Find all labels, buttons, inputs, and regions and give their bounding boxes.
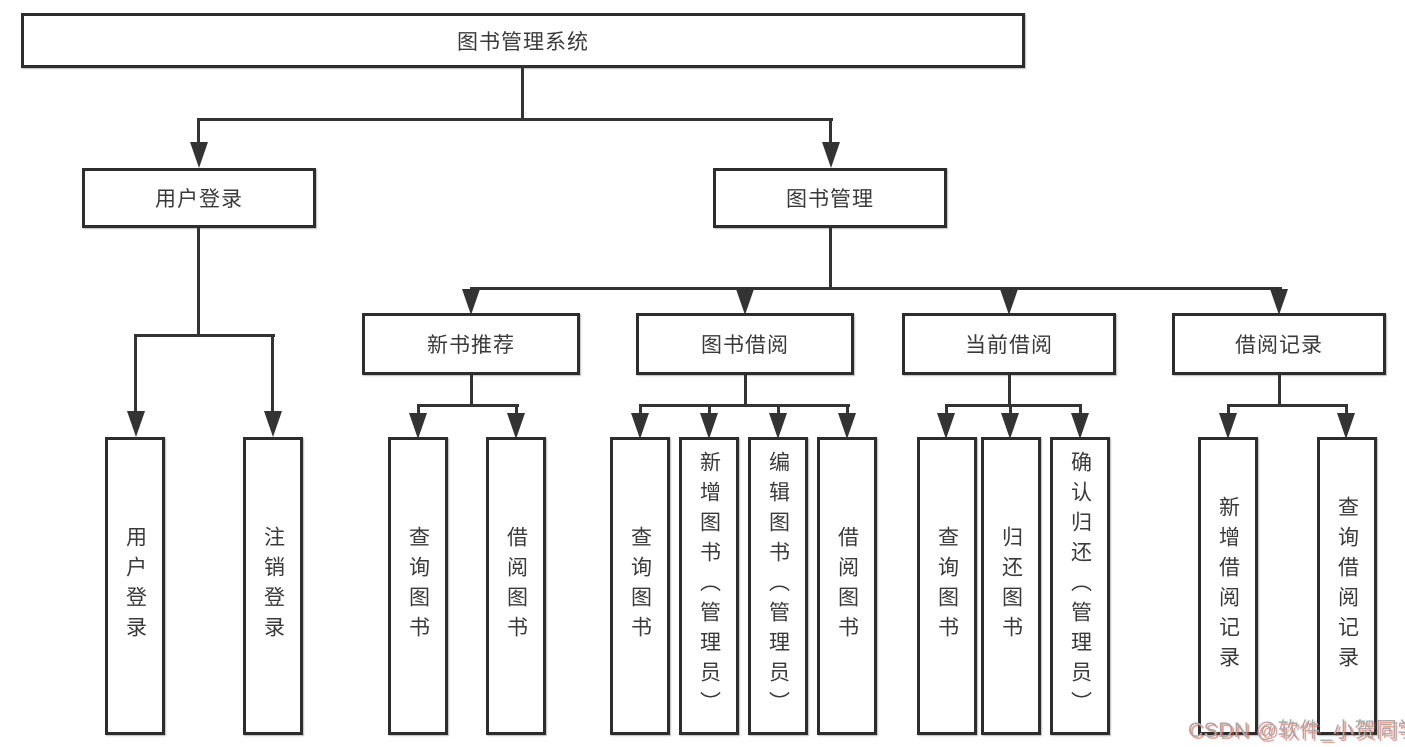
connector-line [134,334,275,337]
leaf-query-books-borrowing: 查询图书 [610,437,670,735]
node-label: 新书推荐 [427,334,515,357]
connector-line [639,404,850,407]
arrowhead-icon [1219,413,1237,439]
leaf-user-login: 用户登录 [105,437,165,735]
connector-line [777,404,780,415]
connector-line [1008,375,1011,407]
arrowhead-icon [1270,289,1288,315]
connector-line [1227,404,1230,415]
node-library-management-system: 图书管理系统 [21,13,1025,68]
connector-line [515,404,518,415]
node-label: 查询借阅记录 [1335,496,1359,676]
node-label: 归还图书 [999,526,1023,646]
arrowhead-icon [736,289,754,315]
connector-line [1009,404,1012,415]
node-label: 当前借阅 [965,334,1053,357]
node-label: 借阅图书 [504,526,528,646]
connector-line [417,404,519,407]
node-label: 注销登录 [261,526,285,646]
connector-line [521,66,524,120]
connector-line [134,334,137,415]
leaf-logout: 注销登录 [243,437,303,735]
connector-line [945,404,1082,407]
connector-line [470,375,473,407]
connector-line [829,118,832,146]
node-label: 新增图书（管理员） [697,451,721,721]
node-current-borrowing: 当前借阅 [902,313,1116,375]
arrowhead-icon [190,142,208,168]
node-label: 查询图书 [935,526,959,646]
arrowhead-icon [127,411,145,437]
node-label: 图书借阅 [701,334,789,357]
arrowhead-icon [1001,413,1019,439]
arrowhead-icon [631,413,649,439]
connector-line [1345,404,1348,415]
node-book-management: 图书管理 [713,168,947,228]
connector-line [1278,375,1281,407]
arrowhead-icon [769,413,787,439]
connector-line [945,404,948,415]
arrowhead-icon [507,413,525,439]
node-label: 用户登录 [155,188,243,211]
connector-line [744,375,747,407]
connector-line [417,404,420,415]
leaf-add-borrow-record: 新增借阅记录 [1198,437,1258,735]
arrowhead-icon [700,413,718,439]
leaf-add-books-admin: 新增图书（管理员） [679,437,739,735]
node-label: 编辑图书（管理员） [766,451,790,721]
arrowhead-icon [822,142,840,168]
connector-line [197,228,200,337]
node-book-borrowing: 图书借阅 [636,313,854,375]
connector-line [470,287,1282,290]
node-label: 确认归还（管理员） [1068,451,1092,721]
node-label: 新增借阅记录 [1216,496,1240,676]
connector-line [271,334,274,415]
leaf-return-books: 归还图书 [981,437,1041,735]
connector-line [846,404,849,415]
connector-line [1079,404,1082,415]
arrowhead-icon [838,413,856,439]
leaf-query-borrow-record: 查询借阅记录 [1317,437,1377,735]
arrowhead-icon [462,289,480,315]
node-label: 借阅图书 [835,526,859,646]
arrowhead-icon [1337,413,1355,439]
csdn-watermark: CSDN @软件_小贺同学 [1188,719,1405,742]
arrowhead-icon [409,413,427,439]
node-label: 借阅记录 [1235,334,1323,357]
connector-line [197,118,833,121]
node-new-book-recommend: 新书推荐 [362,313,580,375]
arrowhead-icon [1000,289,1018,315]
node-borrowing-records: 借阅记录 [1172,313,1386,375]
connector-line [1227,404,1348,407]
connector-line [829,228,832,290]
connector-line [197,118,200,146]
leaf-query-books-recommend: 查询图书 [388,437,448,735]
node-user-login: 用户登录 [82,168,316,228]
leaf-borrow-books: 借阅图书 [817,437,877,735]
leaf-confirm-return-admin: 确认归还（管理员） [1050,437,1110,735]
arrowhead-icon [1071,413,1089,439]
node-label: 用户登录 [123,526,147,646]
node-label: 图书管理 [786,188,874,211]
arrowhead-icon [264,411,282,437]
connector-line [708,404,711,415]
node-label: 查询图书 [628,526,652,646]
leaf-query-books-current: 查询图书 [917,437,977,735]
leaf-edit-books-admin: 编辑图书（管理员） [748,437,808,735]
node-label: 查询图书 [406,526,430,646]
arrowhead-icon [937,413,955,439]
connector-line [639,404,642,415]
node-label: 图书管理系统 [457,30,589,54]
leaf-borrow-books-recommend: 借阅图书 [486,437,546,735]
